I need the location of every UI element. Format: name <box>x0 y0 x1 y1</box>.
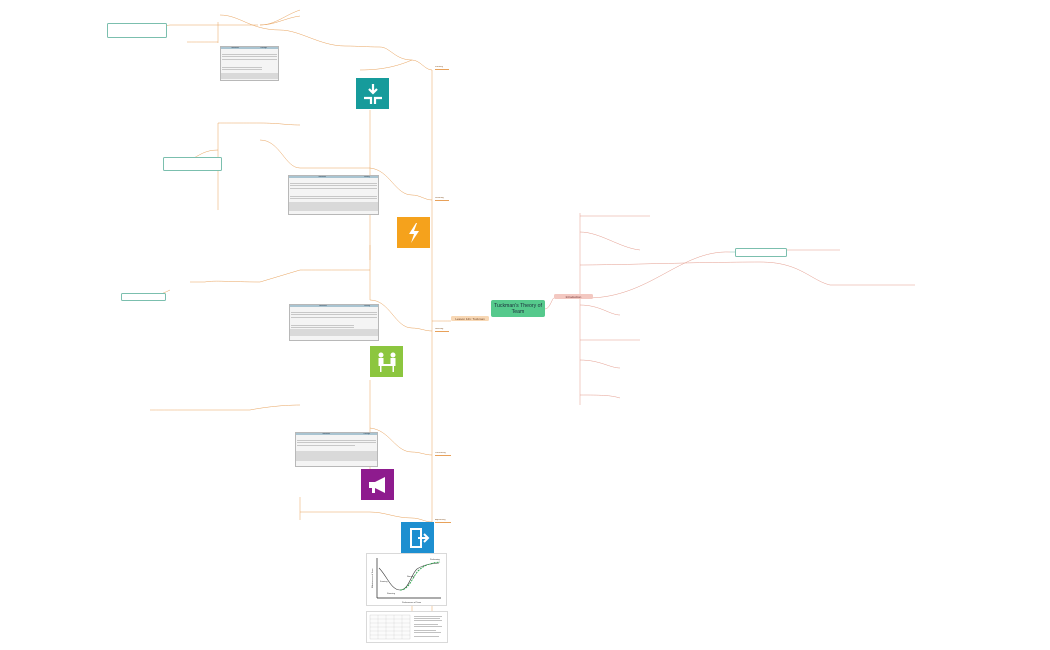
curve-chart: Forming Storming Norming Performing Perf… <box>371 558 441 604</box>
curve-label-performing: Performing <box>430 559 440 561</box>
curve-label-storming: Storming <box>387 592 395 595</box>
megaphone-icon <box>361 469 394 500</box>
table-header-feeling: Feeling <box>364 176 370 178</box>
introduction-branch[interactable]: Introduction <box>554 294 593 299</box>
curve-xlabel: Performance of Team <box>402 602 421 604</box>
forming-note[interactable] <box>107 23 167 38</box>
table-header-behaviors: Behaviors <box>322 433 331 435</box>
performing-behaviors-table: Behaviors Feelings <box>295 432 378 467</box>
compress-arrows-icon <box>356 78 389 109</box>
introduction-note[interactable] <box>735 248 787 257</box>
curve-label-norming: Norming <box>407 576 415 578</box>
norming-behaviors-table: Behaviors Feeling <box>289 304 379 341</box>
curve-label-forming: Forming <box>380 581 387 583</box>
table-header-feeling: Feeling <box>364 305 370 307</box>
forming-stage-label[interactable]: Forming <box>435 66 449 70</box>
performing-stage-label[interactable]: Performing <box>435 452 451 456</box>
forming-behaviors-table: Behaviors Feelings <box>220 46 279 81</box>
table-header-behaviors: Behaviors <box>231 47 239 49</box>
adjourning-stage-label[interactable]: Adjourning <box>435 519 451 523</box>
table-header-behaviors: Behaviors <box>318 176 327 178</box>
norming-stage-label[interactable]: Norming <box>435 328 449 332</box>
lightning-icon <box>397 217 430 248</box>
exit-door-icon <box>401 522 434 553</box>
table-header-feelings: Feelings <box>260 47 267 49</box>
lesson-branch[interactable]: Lesson 121: Tuckman <box>451 316 489 321</box>
storming-note[interactable] <box>163 157 222 171</box>
storming-stage-label[interactable]: Storming <box>435 197 449 201</box>
summary-grid <box>369 614 442 640</box>
stages-summary-table-image <box>366 611 448 643</box>
curve-growth <box>399 561 441 591</box>
storming-behaviors-table: Behaviors Feeling <box>288 175 379 215</box>
curve-ylabel: Effectiveness of Team <box>371 568 374 588</box>
norming-note[interactable] <box>121 293 166 301</box>
team-development-curve: Forming Storming Norming Performing Perf… <box>366 553 447 606</box>
people-icon <box>370 346 403 377</box>
table-header-behaviors: Behaviors <box>319 305 327 307</box>
central-topic[interactable]: Tuckman's Theory of Team <box>491 300 545 317</box>
table-header-feelings: Feelings <box>363 433 371 435</box>
